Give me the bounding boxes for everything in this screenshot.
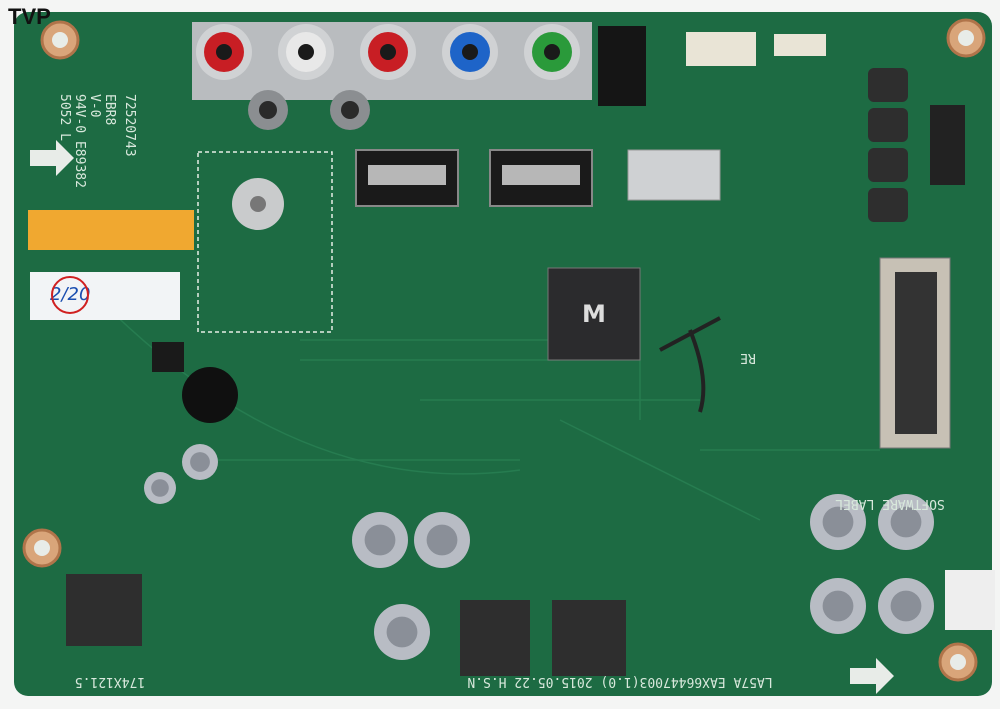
connector xyxy=(945,570,995,630)
svg-text:M: M xyxy=(582,300,606,328)
handwritten-sticker xyxy=(30,272,180,320)
capacitor xyxy=(426,524,458,556)
watermark: TVP xyxy=(8,4,51,29)
capacitor xyxy=(151,479,169,497)
svg-text:V-0: V-0 xyxy=(87,94,102,117)
rca-jack xyxy=(298,44,314,60)
arrow-icon xyxy=(30,140,894,694)
svg-text:2/20: 2/20 xyxy=(50,284,90,305)
svg-text:94V-0 E89382: 94V-0 E89382 xyxy=(72,94,87,188)
rca-jack xyxy=(462,44,478,60)
capacitor xyxy=(890,506,922,538)
capacitor xyxy=(822,506,854,538)
svg-text:174X121.5: 174X121.5 xyxy=(75,674,145,689)
capacitor xyxy=(890,590,922,622)
svg-text:RE: RE xyxy=(740,350,756,365)
barcode-sticker xyxy=(28,210,194,250)
svg-text:5052 L: 5052 L xyxy=(57,94,72,141)
capacitor xyxy=(822,590,854,622)
capacitor xyxy=(190,452,210,472)
rca-jack xyxy=(544,44,560,60)
svg-text:72520743: 72520743 xyxy=(122,94,137,157)
board-model-text: LA57A EAX66447003(1.0) 2015.05.22 H.S.N xyxy=(467,674,772,689)
capacitors xyxy=(144,444,934,660)
main-chip xyxy=(547,267,641,361)
audio-jack xyxy=(598,26,646,106)
usb-port xyxy=(627,149,721,201)
capacitor xyxy=(364,524,396,556)
svg-text:SOFTWARE LABEL: SOFTWARE LABEL xyxy=(835,496,945,511)
marker-scribble xyxy=(659,316,721,413)
mounting-holes xyxy=(22,18,986,682)
rca-jack xyxy=(216,44,232,60)
inductors xyxy=(66,68,908,676)
rca-jack xyxy=(380,44,396,60)
connector xyxy=(930,105,965,185)
connector xyxy=(686,32,756,66)
capacitor xyxy=(386,616,418,648)
ir-jack xyxy=(182,367,238,423)
svg-text:EBR8: EBR8 xyxy=(102,94,117,125)
